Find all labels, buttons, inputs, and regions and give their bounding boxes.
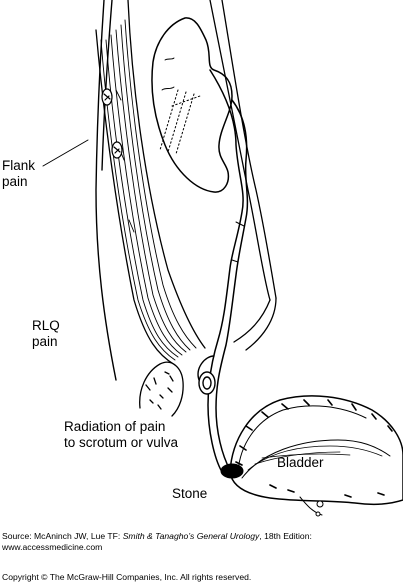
renal-pelvis-and-ureter [207, 69, 249, 473]
stone-label: Stone [172, 486, 208, 501]
nerve-ganglion-upper [101, 88, 113, 106]
flank-wall-outline [95, 0, 117, 381]
source-website: www.accessmedicine.com [2, 542, 103, 552]
source-citation: Source: McAninch JW, Lue TF: Smith & Tan… [2, 531, 312, 542]
radiation-label-line1: Radiation of pain [64, 419, 166, 434]
flank-label-line2: pain [2, 174, 28, 189]
pelvic-bone [139, 361, 184, 417]
source-prefix: Source: McAninch JW, Lue TF: [2, 531, 123, 541]
rlq-pain-label: RLQ pain [32, 318, 60, 350]
kidney [151, 17, 233, 193]
bladder-label: Bladder [277, 455, 324, 470]
nerve-ganglion-lower [111, 141, 123, 159]
radiation-of-pain-label: Radiation of pain to scrotum or vulva [64, 419, 178, 451]
ureteral-colic-illustration [42, 0, 403, 517]
rlq-label-line2: pain [32, 334, 58, 349]
vessel-cross-section [197, 355, 216, 395]
bladder [229, 395, 403, 517]
source-book-title: Smith & Tanagho’s General Urology [122, 531, 260, 541]
source-suffix: , 18th Edition: [259, 531, 312, 541]
flank-label-line1: Flank [2, 158, 36, 173]
flank-pain-label: Flank pain [2, 158, 35, 190]
ureteral-stone [220, 463, 244, 479]
iliac-vessels [209, 0, 277, 351]
rlq-label-line1: RLQ [32, 318, 60, 333]
copyright-notice: Copyright © The McGraw-Hill Companies, I… [2, 572, 252, 582]
flank-pain-leader [42, 139, 89, 167]
radiation-label-line2: to scrotum or vulva [64, 435, 179, 450]
